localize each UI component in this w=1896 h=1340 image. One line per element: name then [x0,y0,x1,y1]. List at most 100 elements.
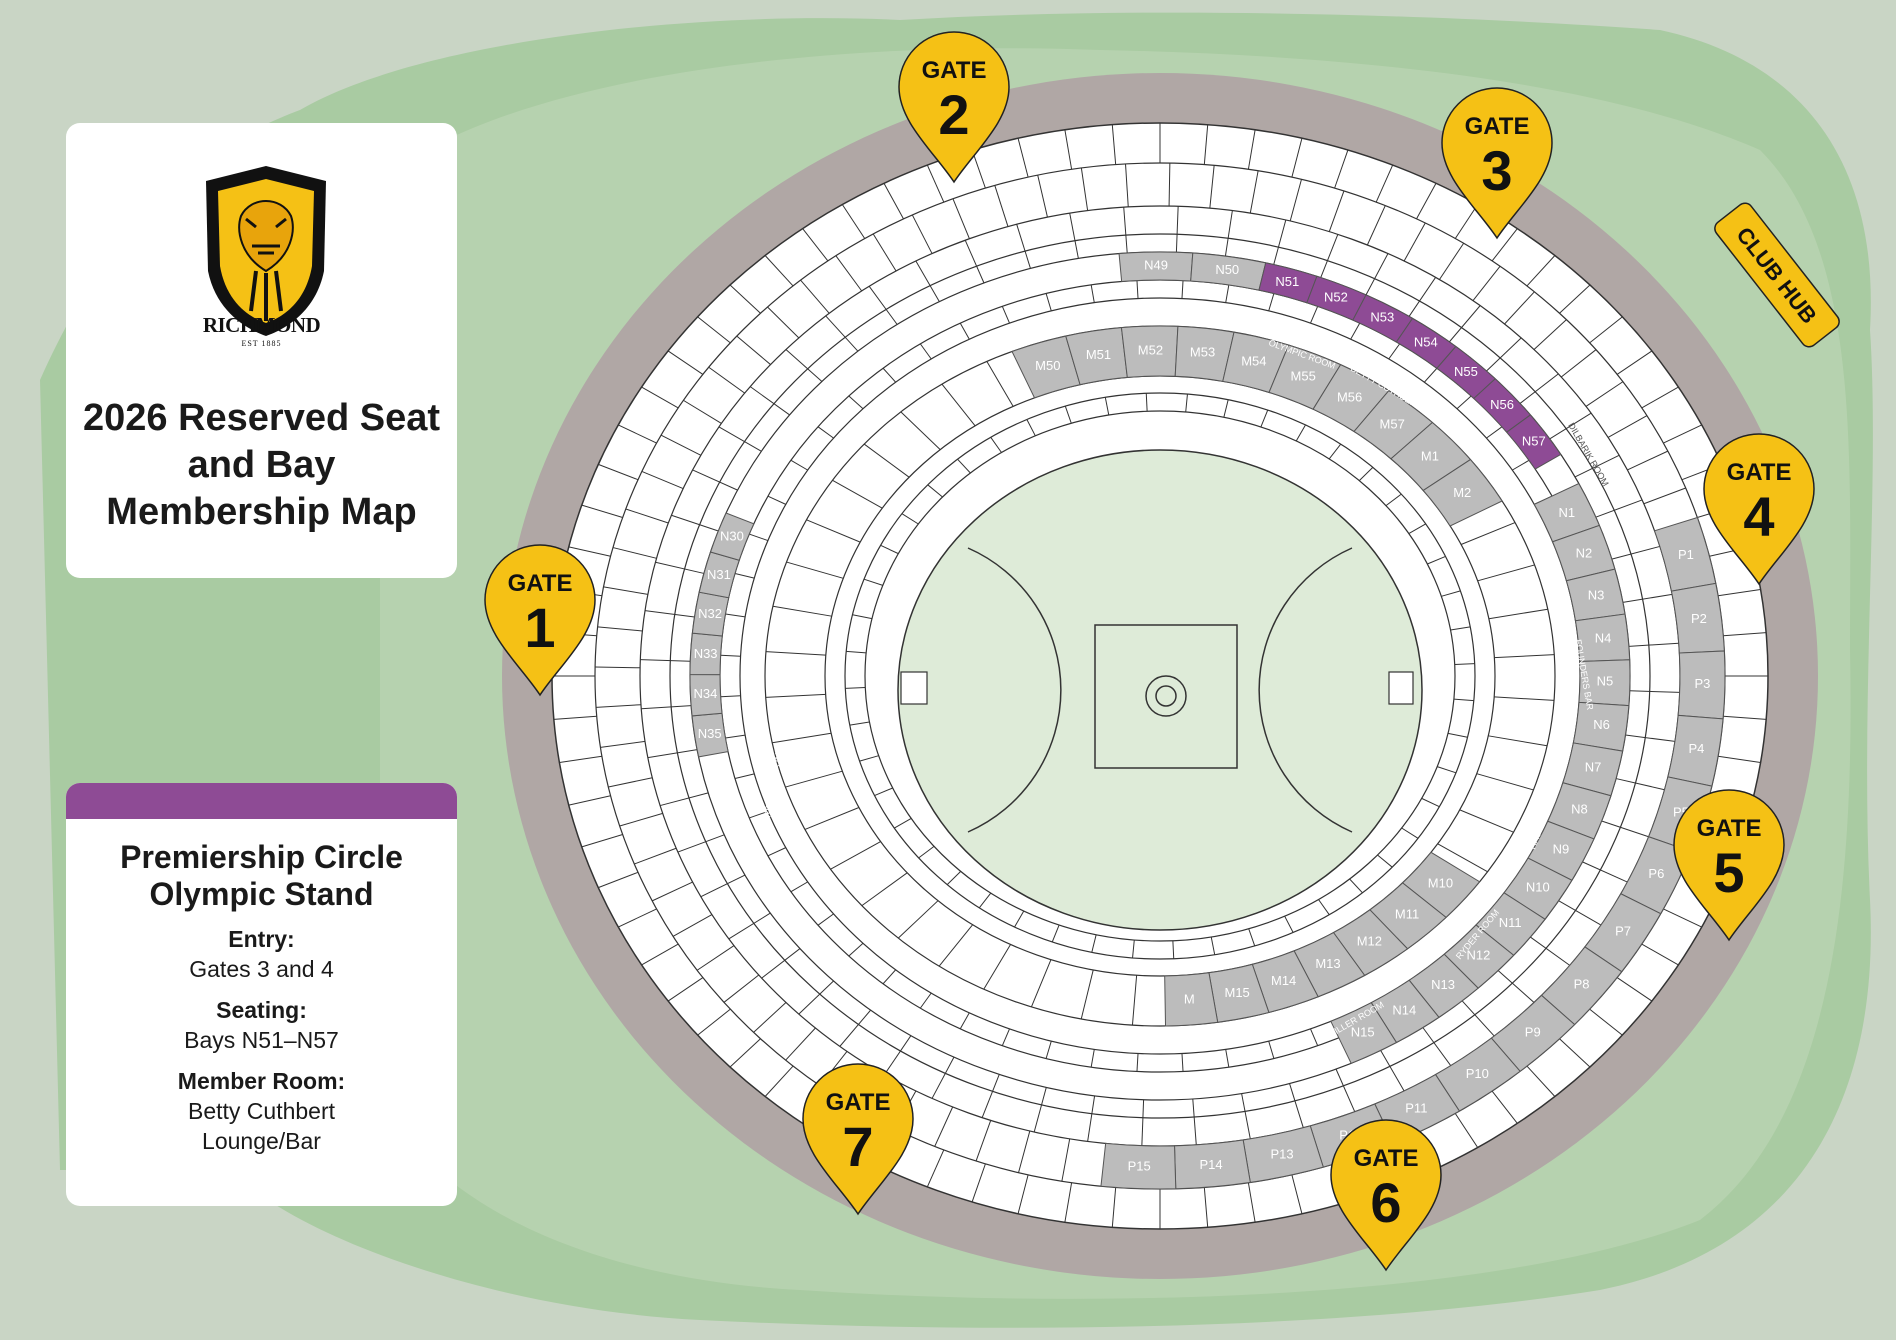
seat-divider [894,817,912,829]
seat-divider [553,715,597,720]
seat-divider [790,459,809,471]
bay-n35[interactable]: N35 [691,712,729,758]
seat-divider [683,399,722,424]
bay-m13[interactable]: M13 [1293,931,1366,998]
seat-divider [612,547,657,559]
seat-divider [598,871,639,889]
bay-p15[interactable]: P15 [1100,1142,1177,1190]
bay-m51[interactable]: M51 [1065,327,1128,386]
seat-divider [1450,626,1471,631]
seat-divider [911,214,933,254]
entry-label: Entry: [228,926,295,952]
seat-divider [660,434,702,456]
gate-word: GATE [826,1089,891,1116]
bay-m[interactable]: M [1164,972,1219,1027]
seat-divider [1388,343,1401,360]
bay-n4[interactable]: N4 [1574,613,1631,663]
map-title: 2026 Reserved Seat and Bay Membership Ma… [82,397,441,533]
gate-number: 3 [1481,139,1512,202]
seat-divider [1559,1038,1591,1068]
seat-divider [1488,608,1548,620]
bay-n5[interactable]: N5 [1578,659,1631,707]
bay-m10[interactable]: M10 [1401,851,1481,919]
bay-n32[interactable]: N32 [691,591,730,637]
entry-value: Gates 3 and 4 [189,956,334,982]
bay-label: P3 [1694,676,1710,691]
bay-n7[interactable]: N7 [1562,742,1624,797]
seat-divider [981,1074,1000,1118]
seat-divider [1136,1053,1139,1072]
seat-divider [959,322,970,340]
bay-label: N15 [1351,1024,1375,1039]
seat-divider [1091,934,1097,953]
bay-n34[interactable]: N34 [689,674,723,717]
bay-label: P1 [1678,547,1694,562]
bay-p14[interactable]: P14 [1174,1139,1251,1190]
bay-n30[interactable]: N30 [709,512,755,561]
bay-n2[interactable]: N2 [1551,524,1616,582]
bay-m50[interactable]: M50 [1011,335,1081,399]
seat-divider [1607,415,1648,438]
seat-divider [1045,1040,1052,1059]
seat-divider [918,845,935,859]
seat-divider [708,366,746,394]
seat-divider [1080,167,1089,211]
bay-p2[interactable]: P2 [1670,582,1725,654]
seat-divider [1488,735,1548,747]
bay-m2[interactable]: M2 [1422,458,1503,527]
seat-divider [926,164,945,203]
seat-divider [608,777,653,788]
seat-divider [568,795,611,806]
seat-divider [786,561,844,579]
seat-divider [581,834,623,848]
left-arc [967,547,1062,833]
seat-divider [1273,219,1287,265]
bay-n15[interactable]: N15 [1330,1002,1398,1064]
seat-divider [1247,1182,1256,1223]
bay-n57[interactable]: N57 [1505,414,1562,470]
seat-divider [1209,165,1215,209]
bay-label: N8 [1571,801,1588,816]
seat-divider [1616,350,1653,375]
seat-divider [1168,163,1171,207]
seat-divider [618,908,657,928]
bay-m53[interactable]: M53 [1174,325,1235,382]
bay-m54[interactable]: M54 [1222,331,1290,393]
seat-divider [720,654,741,657]
bay-n49[interactable]: N49 [1118,251,1194,283]
seat-divider [1358,466,1374,481]
seat-divider [957,458,971,474]
seat-divider [859,755,879,762]
bay-n33[interactable]: N33 [689,632,723,676]
bay-label: N12 [1467,948,1491,963]
seat-divider [1310,1028,1319,1046]
bay-n12[interactable]: N12 [1443,924,1515,989]
bay-n6[interactable]: N6 [1572,701,1630,752]
bay-label: M50 [1035,358,1060,373]
seat-divider [596,704,641,708]
bay-label: P13 [1270,1146,1293,1161]
bay-m52[interactable]: M52 [1120,325,1179,378]
gate-pin-icon [484,544,596,697]
seat-divider [941,383,976,427]
bay-n14[interactable]: N14 [1370,979,1440,1044]
seat-divider [1203,124,1209,165]
seat-divider [1289,179,1302,222]
bay-label: N3 [1588,587,1605,602]
bay-n52[interactable]: N52 [1306,275,1367,321]
seat-divider [817,426,834,439]
seat-divider [1601,820,1649,838]
bay-n1[interactable]: N1 [1533,482,1601,543]
bay-p3[interactable]: P3 [1677,650,1726,720]
bay-m11[interactable]: M11 [1369,882,1447,950]
seat-divider [644,610,695,618]
bay-label: P11 [1405,1101,1427,1116]
